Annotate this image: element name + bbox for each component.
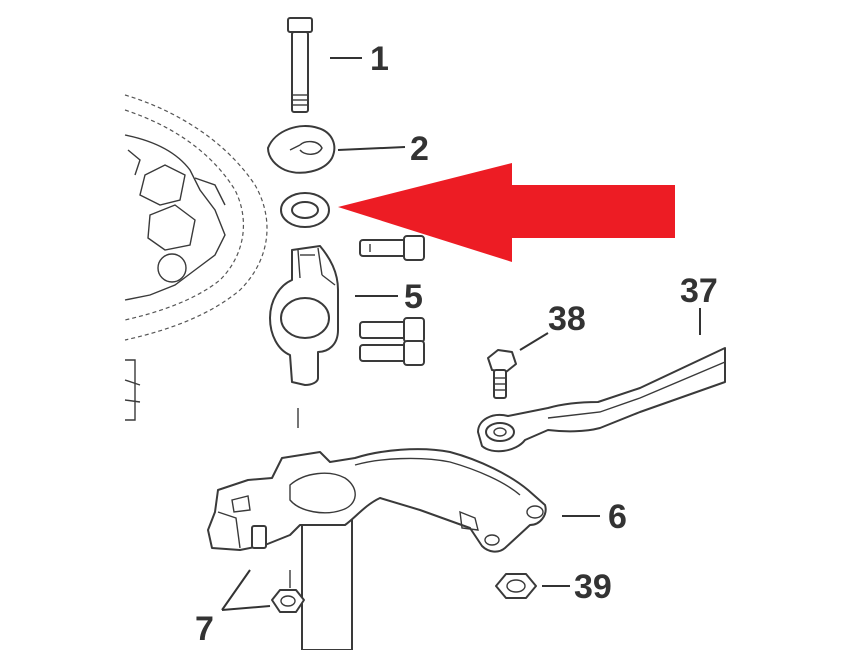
nut-part-39 (495, 573, 537, 599)
callout-5: 5 (404, 278, 423, 316)
bolt-part-1 (287, 17, 313, 113)
cam-plate-part-2 (267, 125, 336, 174)
washer (280, 192, 330, 228)
callout-6: 6 (608, 498, 627, 536)
small-bolt-lower (359, 317, 425, 366)
link-rod-part-37 (477, 347, 726, 453)
highlight-arrow (338, 163, 675, 262)
callout-7: 7 (195, 610, 214, 648)
leader-line-7b (221, 605, 271, 611)
steering-bracket-part-5 (269, 245, 339, 386)
leader-line-2 (337, 146, 406, 151)
callout-38: 38 (548, 300, 586, 338)
bolt-part-38 (487, 349, 517, 399)
leader-line-38 (519, 332, 549, 351)
callout-1: 1 (370, 40, 389, 78)
small-bolt-upper (359, 235, 425, 261)
callout-2: 2 (410, 130, 429, 168)
steering-arm-part-6 (207, 448, 547, 650)
leader-line-7a (221, 569, 251, 611)
engine-housing-outline (124, 94, 268, 421)
nut-part-7 (271, 570, 305, 613)
callout-37: 37 (680, 272, 718, 310)
callout-39: 39 (574, 568, 612, 606)
